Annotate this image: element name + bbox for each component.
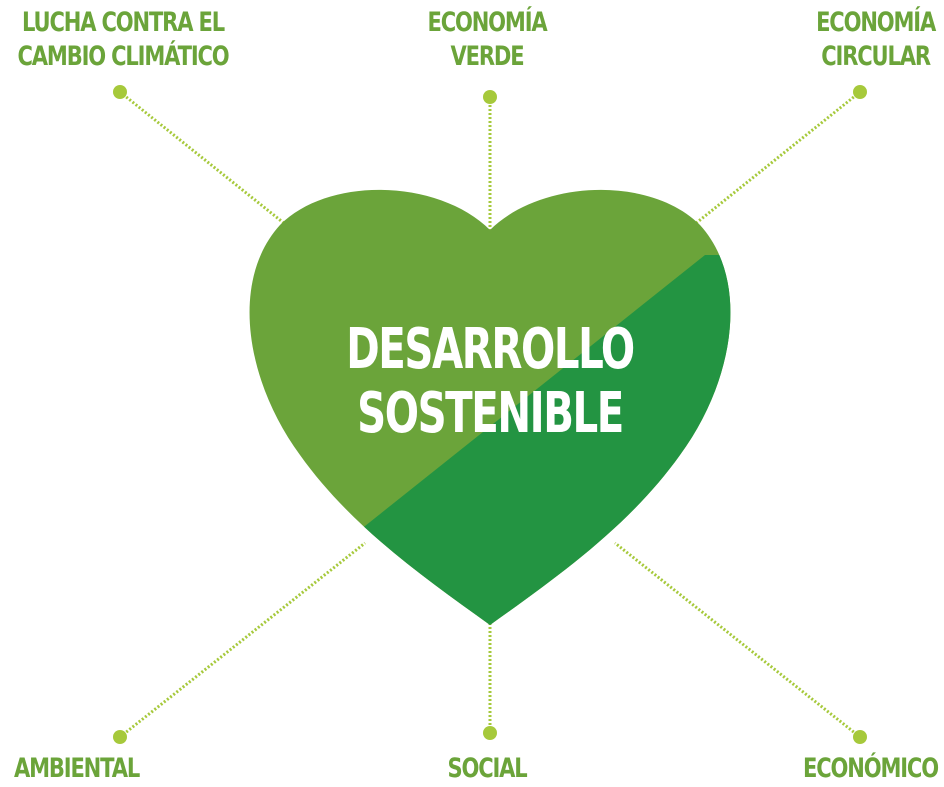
center-title-line1: DESARROLLO bbox=[346, 317, 635, 382]
label-economia-circular: ECONOMÍA CIRCULAR bbox=[813, 6, 938, 74]
label-lucha-cambio-climatico: LUCHA CONTRA EL CAMBIO CLIMÁTICO bbox=[6, 6, 240, 74]
label-top-center-line2: VERDE bbox=[450, 41, 525, 72]
label-top-center-line1: ECONOMÍA bbox=[427, 7, 547, 38]
dot-bottom-right bbox=[853, 730, 867, 744]
label-top-right-line2: CIRCULAR bbox=[821, 41, 931, 72]
label-top-right-line1: ECONOMÍA bbox=[816, 7, 936, 38]
dot-top-right bbox=[853, 85, 867, 99]
dot-bottom-left bbox=[113, 730, 127, 744]
label-bottom-center-line1: SOCIAL bbox=[447, 753, 527, 784]
label-economia-verde: ECONOMÍA VERDE bbox=[370, 6, 604, 74]
dot-top-left bbox=[113, 85, 127, 99]
connector-dots bbox=[113, 85, 867, 744]
connector-top-right bbox=[684, 90, 861, 234]
connector-top-left bbox=[119, 90, 296, 234]
label-ambiental: AMBIENTAL bbox=[14, 752, 140, 786]
label-top-left-line2: CAMBIO CLIMÁTICO bbox=[17, 41, 229, 72]
label-economico: ECONÓMICO bbox=[803, 752, 939, 786]
connectors bbox=[119, 90, 861, 739]
label-bottom-right-line1: ECONÓMICO bbox=[803, 753, 939, 784]
label-top-left-line1: LUCHA CONTRA EL bbox=[22, 7, 225, 38]
dot-bottom-center bbox=[483, 726, 497, 740]
connector-bottom-left bbox=[119, 541, 366, 739]
connector-bottom-right bbox=[614, 541, 861, 739]
label-bottom-left-line1: AMBIENTAL bbox=[14, 753, 140, 784]
dot-top-center bbox=[483, 90, 497, 104]
center-title-line2: SOSTENIBLE bbox=[357, 381, 624, 446]
center-title: DESARROLLO SOSTENIBLE bbox=[339, 318, 641, 446]
label-social: SOCIAL bbox=[370, 752, 604, 786]
